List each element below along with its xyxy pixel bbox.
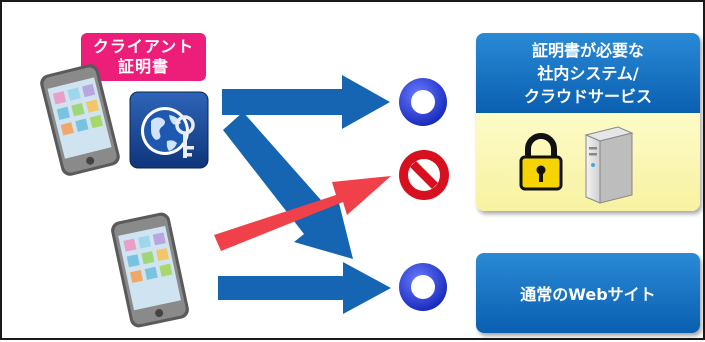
ok-circle-icon [397,261,449,313]
padlock-icon [518,133,564,191]
service-line-3: クラウドサービス [524,85,652,108]
arrow-nocert-to-web [218,262,391,314]
normal-website-box: 通常のWebサイト [476,253,700,333]
web-box-label: 通常のWebサイト [520,281,655,305]
prohibited-icon [397,148,451,202]
service-line-2: 社内システム/ [537,62,638,85]
service-line-1: 証明書が必要な [532,39,644,62]
certificate-required-service-box: 証明書が必要な 社内システム/ クラウドサービス [476,33,700,113]
server-icon [580,123,636,207]
service-secure-panel [476,113,700,211]
ok-circle-icon [397,76,449,128]
